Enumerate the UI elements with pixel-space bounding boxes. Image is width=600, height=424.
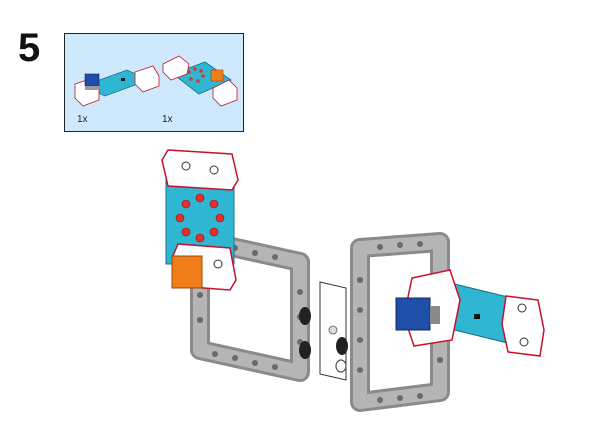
part-orange-button-led-module bbox=[162, 55, 238, 107]
part-quantity: 1x bbox=[77, 114, 88, 125]
part-quantity: 1x bbox=[162, 114, 173, 125]
part-blue-button-module bbox=[74, 65, 160, 107]
parts-callout: 1x 1x bbox=[64, 33, 244, 132]
parts-illustration bbox=[74, 55, 238, 107]
led-ring-module bbox=[161, 149, 239, 291]
left-beam-frame bbox=[190, 230, 310, 382]
blue-button-module bbox=[395, 269, 545, 357]
middle-connector bbox=[299, 281, 348, 381]
step-number: 5 bbox=[18, 26, 41, 70]
